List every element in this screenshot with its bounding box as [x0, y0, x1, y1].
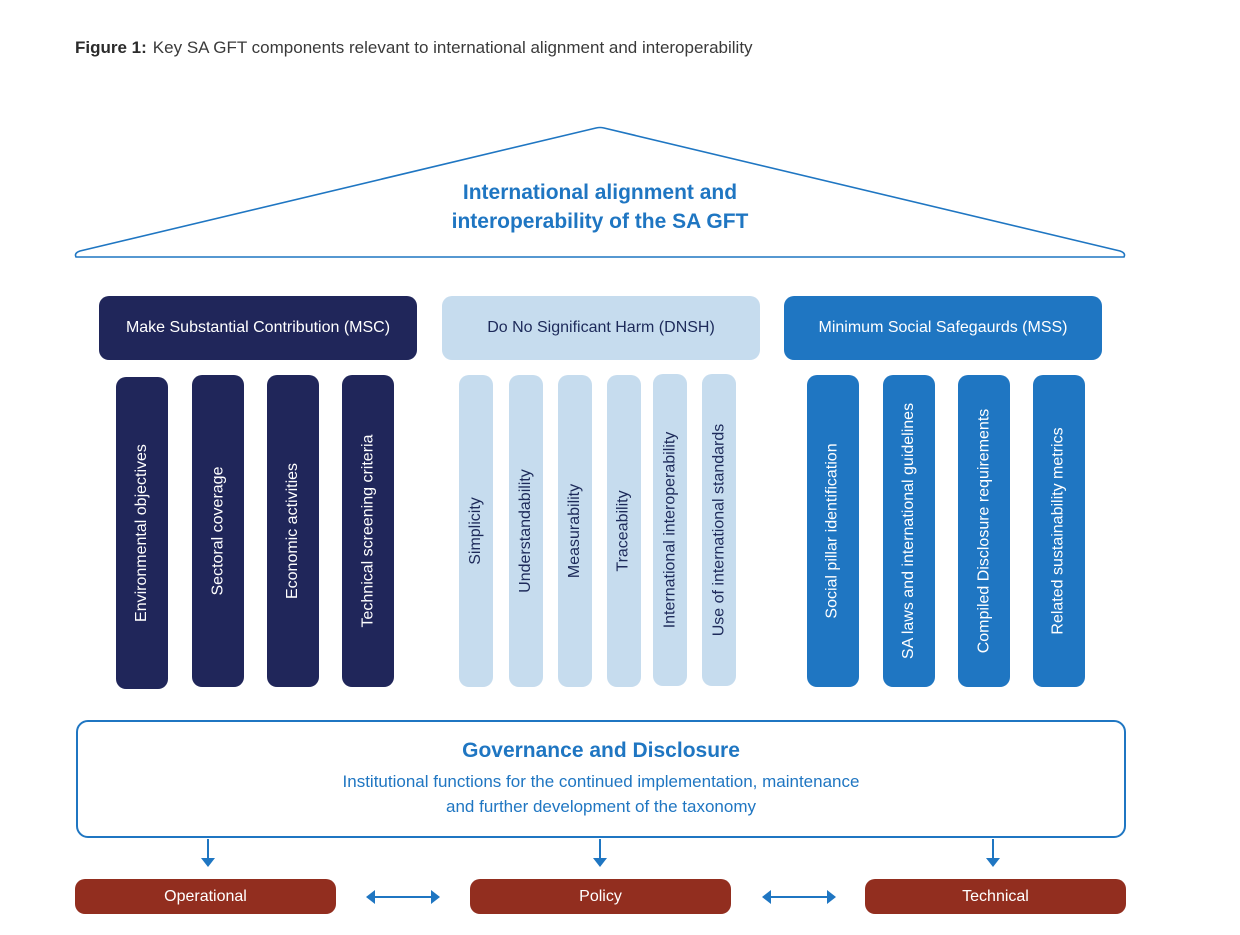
dnsh-column-label: Use of international standards: [710, 423, 728, 637]
mss-column-label: Compiled Disclosure requirements: [975, 408, 993, 654]
dnsh-column-label: International interoperability: [661, 431, 678, 629]
dnsh-heading: Do No Significant Harm (DNSH): [442, 296, 760, 360]
msc-column-sectoral-coverage: Sectoral coverage: [192, 375, 244, 687]
msc-column-economic-activities: Economic activities: [267, 375, 319, 687]
policy-box: Policy: [470, 879, 731, 914]
dnsh-column-international-interoperability: International interoperability: [653, 374, 687, 686]
dnsh-column-understandability: Understandability: [509, 375, 543, 687]
governance-desc-line1: Institutional functions for the continue…: [342, 772, 860, 791]
operational-box: Operational: [75, 879, 336, 914]
msc-column-label: Environmental objectives: [133, 444, 150, 622]
governance-title: Governance and Disclosure: [462, 739, 740, 762]
arrow-operational-head: [201, 858, 215, 867]
double-arrow-1-left: [366, 890, 375, 904]
msc-column-environmental-objectives: Environmental objectives: [116, 377, 168, 689]
technical-box: Technical: [865, 879, 1126, 914]
governance-desc-line2: and further development of the taxonomy: [446, 797, 756, 816]
dnsh-column-simplicity: Simplicity: [459, 375, 493, 687]
msc-column-label: Sectoral coverage: [209, 466, 226, 596]
mss-column-label: SA laws and international guidelines: [900, 402, 918, 660]
dnsh-column-label: Traceability: [615, 490, 632, 572]
dnsh-column-measurability: Measurability: [558, 375, 592, 687]
governance-description: Institutional functions for the continue…: [78, 769, 1124, 819]
msc-heading: Make Substantial Contribution (MSC): [99, 296, 417, 360]
roof-title-line2: interoperability of the SA GFT: [451, 210, 749, 233]
figure-label: Figure 1:: [75, 38, 147, 57]
figure-caption: Figure 1: Key SA GFT components relevant …: [75, 38, 753, 58]
mss-column-label: Social pillar identification: [824, 443, 842, 619]
double-arrow-2-right: [827, 890, 836, 904]
dnsh-column-label: Understandability: [517, 469, 534, 593]
msc-column-label: Technical screening criteria: [359, 434, 377, 628]
mss-column-related-sustainability-metrics: Related sustainability metrics: [1033, 375, 1085, 687]
mss-column-compiled-disclosure: Compiled Disclosure requirements: [958, 375, 1010, 687]
double-arrow-2-left: [762, 890, 771, 904]
roof-title-line1: International alignment and: [462, 181, 738, 204]
mss-column-social-pillar-identification: Social pillar identification: [807, 375, 859, 687]
msc-column-technical-screening-criteria: Technical screening criteria: [342, 375, 394, 687]
arrow-policy-head: [593, 858, 607, 867]
mss-heading: Minimum Social Safegaurds (MSS): [784, 296, 1102, 360]
governance-box: Governance and Disclosure Institutional …: [76, 720, 1126, 838]
dnsh-column-traceability: Traceability: [607, 375, 641, 687]
dnsh-column-label: Simplicity: [467, 497, 484, 565]
arrow-technical-head: [986, 858, 1000, 867]
mss-column-label: Related sustainability metrics: [1050, 427, 1068, 635]
mss-column-sa-laws: SA laws and international guidelines: [883, 375, 935, 687]
dnsh-column-use-of-international-standards: Use of international standards: [702, 374, 736, 686]
governance-arrows: [201, 839, 1000, 867]
roof-title: International alignment and interoperabi…: [330, 178, 870, 236]
double-arrow-1-right: [431, 890, 440, 904]
msc-column-label: Economic activities: [284, 462, 302, 600]
dnsh-column-label: Measurability: [566, 483, 584, 579]
figure-caption-text: Key SA GFT components relevant to intern…: [152, 38, 753, 57]
